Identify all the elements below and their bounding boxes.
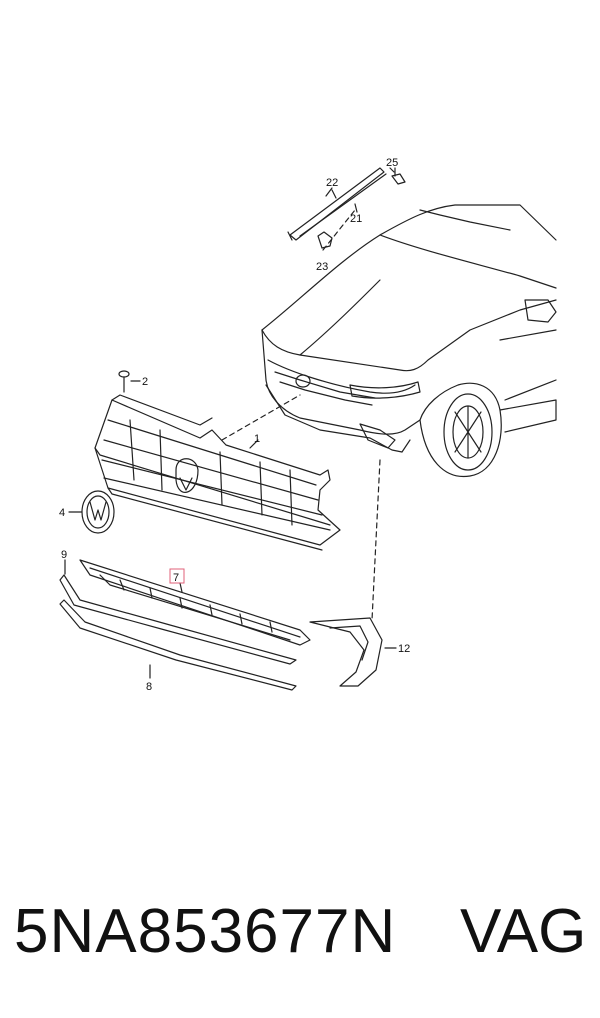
callout-9: 9 <box>61 549 67 561</box>
assembly-lines <box>221 209 381 621</box>
callout-7: 7 <box>173 572 179 584</box>
vehicle-illustration <box>261 204 557 478</box>
callout-21: 21 <box>350 213 362 225</box>
trim-strips <box>59 559 297 691</box>
callout-8: 8 <box>146 681 152 693</box>
callout-25: 25 <box>386 157 398 169</box>
brand-label: VAG <box>460 897 587 966</box>
leader-lines <box>179 167 395 593</box>
callout-23: 23 <box>316 261 328 273</box>
callout-7-highlight <box>169 568 185 584</box>
upper-grille <box>94 394 341 551</box>
callout-12: 12 <box>398 643 410 655</box>
emblem-part <box>68 490 115 534</box>
callout-2: 2 <box>142 376 148 388</box>
callout-1: 1 <box>254 433 260 445</box>
callout-22: 22 <box>326 177 338 189</box>
screw-part <box>118 370 141 393</box>
part-number: 5NA853677N <box>14 897 397 966</box>
lower-grille-insert <box>79 559 311 646</box>
fog-light-bezel <box>309 617 397 687</box>
roof-rail-parts <box>287 167 406 249</box>
callout-4: 4 <box>59 507 65 519</box>
